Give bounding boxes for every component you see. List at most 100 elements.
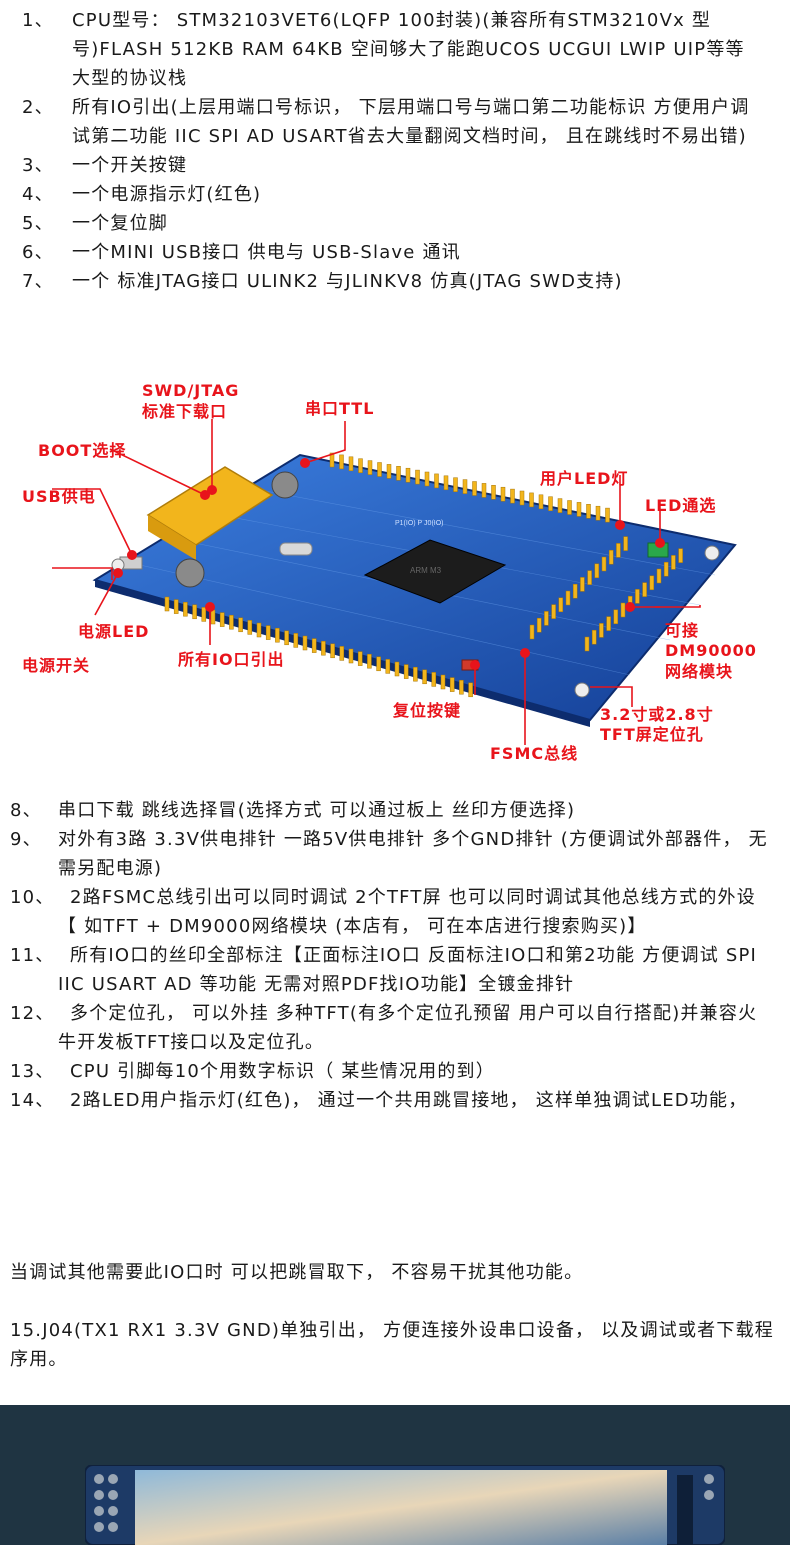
item-text: 多个定位孔， 可以外挂 多种TFT(有多个定位孔预留 用户可以自行搭配)并兼容火… xyxy=(58,1003,758,1053)
leader-lines xyxy=(52,419,701,745)
header-pin xyxy=(183,601,188,617)
label-fsmc: FSMC总线 xyxy=(490,744,579,763)
header-pin xyxy=(256,622,262,638)
item-text: 一个电源指示灯(红色) xyxy=(72,184,262,205)
item-text: 2路LED用户指示灯(红色)， 通过一个共用跳冒接地， 这样单独调试LED功能， xyxy=(70,1090,748,1111)
header-pin xyxy=(302,635,308,651)
header-pin xyxy=(329,452,335,468)
header-pin xyxy=(311,638,317,653)
header-pin xyxy=(491,485,496,500)
list-item: 3、一个开关按键 xyxy=(0,151,790,180)
header-pin xyxy=(210,609,216,625)
list-item: 8、串口下载 跳线选择冒(选择方式 可以通过板上 丝印方便选择) xyxy=(0,796,790,825)
header-pin xyxy=(567,500,572,515)
header-pin xyxy=(247,620,253,635)
header-pin xyxy=(367,653,372,669)
header-pin xyxy=(551,604,556,619)
item-text: CPU型号： STM32103VET6(LQFP 100封装)(兼容所有STM3… xyxy=(72,10,745,89)
header-pin xyxy=(538,494,544,510)
header-pin xyxy=(557,498,563,513)
header-pin xyxy=(348,648,354,664)
header-pin xyxy=(519,490,525,506)
header-pin xyxy=(348,456,354,472)
item-number: 9、 xyxy=(10,829,42,850)
header-pin xyxy=(367,460,373,475)
header-pin xyxy=(529,492,534,508)
pin-headers xyxy=(164,452,683,698)
header-pin xyxy=(405,467,411,483)
header-pin xyxy=(601,556,607,572)
item-text: 一个MINI USB接口 供电与 USB-Slave 通讯 xyxy=(72,242,461,263)
item-number: 10、 xyxy=(10,887,55,908)
header-pin xyxy=(591,629,597,645)
item-number: 7、 xyxy=(22,271,54,292)
header-pin xyxy=(536,617,542,633)
chip-marking: ARM M3 xyxy=(410,566,442,575)
header-pin xyxy=(265,625,271,640)
item-text: 一个开关按键 xyxy=(72,155,188,176)
header-pin xyxy=(431,672,437,687)
list-item: 7、一个 标准JTAG接口 ULINK2 与JLINKV8 仿真(JTAG SW… xyxy=(0,267,790,296)
header-pin xyxy=(481,483,487,498)
header-pin xyxy=(616,543,621,558)
header-pin xyxy=(394,661,400,677)
header-pin xyxy=(529,624,535,640)
item-text: 一个复位脚 xyxy=(72,213,168,234)
item-number: 5、 xyxy=(22,213,54,234)
label-reset-key: 复位按键 xyxy=(393,701,462,720)
header-pin xyxy=(587,570,592,585)
list-item: 12、多个定位孔， 可以外挂 多种TFT(有多个定位孔预留 用户可以自行搭配)并… xyxy=(0,999,790,1057)
uart-paragraph: 15.J04(TX1 RX1 3.3V GND)单独引出， 方便连接外设串口设备… xyxy=(10,1320,774,1370)
header-pin xyxy=(164,596,170,612)
item-number: 8、 xyxy=(10,800,42,821)
header-pin xyxy=(565,590,571,606)
header-pin xyxy=(434,473,439,489)
item-number: 6、 xyxy=(22,242,54,263)
header-pin xyxy=(422,669,427,685)
label-usb-power: USB供电 xyxy=(22,487,96,506)
header-pin xyxy=(201,607,207,622)
header-pin xyxy=(558,597,564,613)
header-pin xyxy=(649,575,655,591)
header-pin xyxy=(229,614,234,630)
item-text: 所有IO口的丝印全部标注【正面标注IO口 反面标注IO口和第2功能 方便调试 S… xyxy=(58,945,758,995)
label-power-led: 电源LED xyxy=(78,622,150,641)
header-pin xyxy=(449,677,455,692)
list-item: 10、2路FSMC总线引出可以同时调试 2个TFT屏 也可以同时调试其他总线方式… xyxy=(0,883,790,941)
label-dm-1: 可接 xyxy=(665,621,700,640)
header-pin xyxy=(580,577,585,592)
header-pin xyxy=(293,633,299,648)
header-pin xyxy=(284,630,289,646)
list-item: 2、所有IO引出(上层用端口号标识， 下层用端口号与端口第二功能标识 方便用户调… xyxy=(0,93,790,151)
header-pin xyxy=(321,640,326,656)
header-pin xyxy=(510,488,515,504)
header-pin xyxy=(584,636,590,652)
header-pin xyxy=(453,477,458,492)
header-pin xyxy=(358,458,363,473)
header-pin xyxy=(642,582,647,597)
label-hole-2: TFT屏定位孔 xyxy=(600,725,704,744)
header-pin xyxy=(339,454,344,470)
item-number: 4、 xyxy=(22,184,54,205)
item-text: 串口下载 跳线选择冒(选择方式 可以通过板上 丝印方便选择) xyxy=(58,800,576,821)
header-pin xyxy=(357,651,363,666)
label-power-switch: 电源开关 xyxy=(22,656,91,675)
header-pin xyxy=(440,674,446,690)
label-dm-2: DM90000 xyxy=(665,641,757,660)
item-number: 12、 xyxy=(10,1003,55,1024)
item-number: 11、 xyxy=(10,945,55,966)
item-text: CPU 引脚每10个用数字标识（ 某些情况用的到） xyxy=(70,1061,495,1082)
header-pin xyxy=(339,646,345,661)
label-all-io: 所有IO口引出 xyxy=(178,650,285,669)
board-diagram: ARM M3 P1(IO) P J0(IO) xyxy=(0,375,790,795)
list-item: 4、一个电源指示灯(红色) xyxy=(0,180,790,209)
header-pin xyxy=(576,502,582,517)
lcd-module-image xyxy=(84,1464,726,1546)
header-pin xyxy=(594,563,600,579)
header-pin xyxy=(500,486,506,502)
header-pin xyxy=(671,555,676,570)
callout-dots xyxy=(113,458,665,670)
header-pin xyxy=(330,643,335,659)
header-pin xyxy=(413,666,418,682)
item-number: 13、 xyxy=(10,1061,55,1082)
